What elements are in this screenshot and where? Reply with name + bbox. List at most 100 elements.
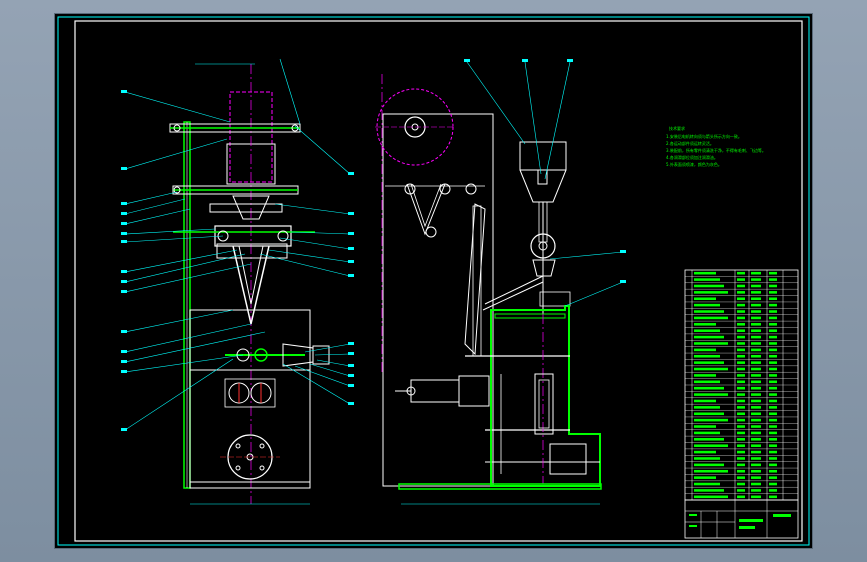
parts-cell-text [769, 450, 777, 454]
parts-cell-text [769, 425, 777, 428]
side-plate [382, 113, 494, 487]
outer-frame [57, 16, 810, 546]
parts-cell-text [737, 495, 745, 499]
parts-cell-text [769, 354, 777, 358]
sealing-block [214, 225, 292, 247]
parts-cell-text [769, 291, 777, 294]
parts-cell-text [694, 323, 716, 326]
parts-cell-text [694, 271, 716, 275]
parts-cell-text [694, 406, 720, 409]
front-view [121, 58, 354, 505]
note-line: 5.外表面须喷漆，颜色为灰色。 [666, 161, 722, 167]
parts-cell-text [769, 476, 777, 479]
drawing-sheet: 技术要求 1.安装后电机转向须与箭头所示方向一致。 2.各运动部件须运转灵活。 … [55, 14, 812, 548]
parts-cell-text [694, 284, 724, 288]
parts-cell-text [737, 329, 745, 332]
parts-cell-text [737, 316, 745, 320]
parts-cell-text [769, 303, 777, 307]
parts-cell-text [769, 438, 777, 441]
parts-cell-text [694, 438, 724, 441]
parts-cell-text [694, 354, 720, 358]
parts-cell-text [751, 393, 761, 396]
parts-cell-text [737, 386, 745, 390]
parts-cell-text [694, 374, 716, 377]
parts-cell-text [737, 482, 745, 486]
parts-cell-text [737, 291, 745, 294]
parts-cell-text [694, 476, 716, 479]
parts-cell-text [751, 482, 761, 486]
parts-cell-text [751, 310, 761, 313]
parts-cell-text [737, 303, 745, 307]
parts-cell-text [737, 284, 745, 288]
parts-cell-text [769, 278, 777, 281]
parts-cell-text [769, 418, 777, 422]
parts-cell-text [737, 489, 745, 492]
parts-cell-text [694, 329, 720, 332]
parts-cell-text [769, 367, 777, 371]
parts-cell-text [737, 450, 745, 454]
parts-cell-text [751, 406, 761, 409]
parts-cell-text [694, 348, 716, 352]
parts-cell-text [694, 444, 728, 447]
parts-cell-text [737, 431, 745, 435]
parts-cell-text [737, 271, 745, 275]
parts-cell-text [751, 418, 761, 422]
parts-cell-text [751, 316, 761, 320]
parts-cell-text [737, 444, 745, 447]
parts-cell-text [737, 425, 745, 428]
parts-cell-text [769, 374, 777, 377]
parts-cell-text [769, 323, 777, 326]
parts-cell-text [769, 431, 777, 435]
parts-cell-text [769, 329, 777, 332]
parts-cell-text [769, 482, 777, 486]
parts-cell-text [737, 310, 745, 313]
parts-cell-text [751, 374, 761, 377]
parts-cell-text [751, 361, 761, 364]
parts-cell-text [694, 412, 724, 416]
parts-cell-text [737, 278, 745, 281]
parts-cell-text [769, 399, 777, 403]
parts-cell-text [769, 469, 777, 473]
parts-cell-text [769, 489, 777, 492]
parts-cell-text [694, 482, 720, 486]
parts-cell-text [769, 342, 777, 345]
parts-cell-text [694, 489, 724, 492]
parts-cell-text [694, 418, 728, 422]
parts-cell-text [737, 469, 745, 473]
parts-cell-text [737, 323, 745, 326]
note-line: 2.各运动部件须运转灵活。 [666, 140, 714, 146]
parts-cell-text [694, 367, 728, 371]
parts-cell-text [751, 323, 761, 326]
parts-cell-text [694, 291, 728, 294]
parts-cell-text [751, 412, 761, 416]
parts-cell-text [769, 348, 777, 352]
parts-cell-text [694, 303, 720, 307]
machine-body [490, 305, 601, 487]
parts-cell-text [751, 495, 761, 499]
parts-cell-text [751, 476, 761, 479]
parts-cell-text [737, 418, 745, 422]
parts-cell-text [751, 489, 761, 492]
parts-cell-text [694, 457, 720, 460]
machine-base [398, 483, 602, 490]
parts-cell-text [751, 291, 761, 294]
title-block [684, 499, 799, 539]
parts-cell-text [737, 463, 745, 467]
parts-cell-text [769, 380, 777, 384]
cylinder [410, 379, 460, 403]
parts-cell-text [751, 431, 761, 435]
parts-cell-text [751, 354, 761, 358]
parts-cell-text [769, 412, 777, 416]
parts-cell-text [769, 457, 777, 460]
note-line: 3.装配前，所有零件须清洗干净，不得有毛刺、飞边等。 [666, 147, 766, 153]
parts-cell-text [751, 297, 761, 301]
parts-cell-text [751, 450, 761, 454]
parts-cell-text [737, 348, 745, 352]
parts-cell-text [769, 316, 777, 320]
parts-cell-text [751, 271, 761, 275]
parts-cell-text [694, 450, 716, 454]
parts-cell-text [694, 399, 716, 403]
parts-cell-text [694, 380, 720, 384]
parts-cell-text [751, 386, 761, 390]
